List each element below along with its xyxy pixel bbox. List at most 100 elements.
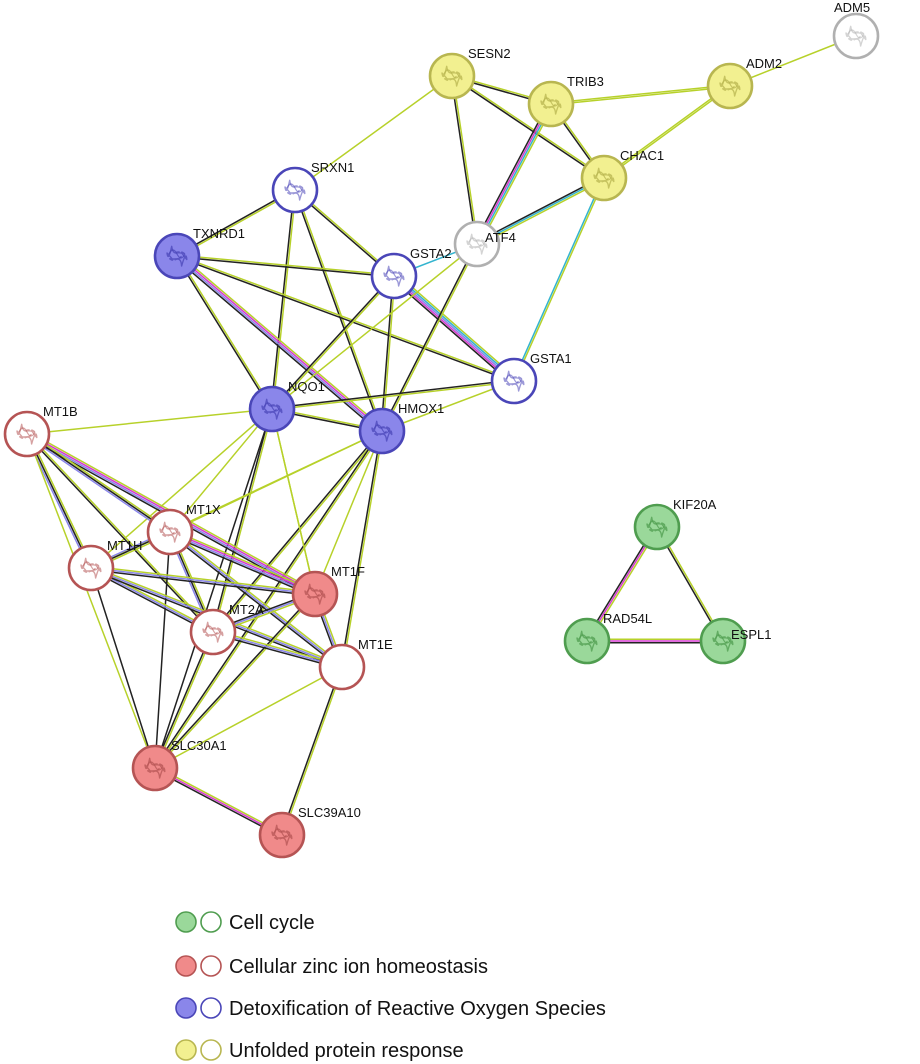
node-circle[interactable] [453,220,501,268]
legend-empty-swatch [200,955,222,977]
protein-structure-icon [712,630,734,652]
edge-strand-coexpression [280,665,342,836]
node-mt2a[interactable]: MT2A [189,602,264,656]
node-circle[interactable] [258,811,306,859]
protein-structure-icon [80,557,102,579]
node-circle[interactable] [291,570,339,618]
edge-strand-homology [393,275,515,382]
node-circle[interactable] [428,52,476,100]
legend-filled-swatch [175,911,197,933]
protein-structure-icon [383,265,405,287]
node-circle[interactable] [189,608,237,656]
node-kif20a[interactable]: KIF20A [633,497,717,551]
node-label-gsta1: GSTA1 [530,351,572,366]
node-nqo1[interactable]: NQO1 [248,379,325,433]
protein-structure-icon [371,420,393,442]
node-label-rad54l: RAD54L [603,611,652,626]
edge-strand-textmining [295,188,384,432]
node-gsta2[interactable]: GSTA2 [370,246,452,300]
edge-strand-textmining [478,104,555,247]
node-slc39a10[interactable]: SLC39A10 [258,805,361,859]
edge-strand-textmining [176,254,516,381]
edge-nqo1-mt1x [169,408,273,533]
node-atf4[interactable]: ATF4 [453,220,516,268]
node-circle[interactable] [490,357,538,405]
node-circle[interactable] [370,252,418,300]
edge-strand-coexpression [270,189,295,410]
node-label-mt1e: MT1E [358,637,393,652]
edge-chac1-gsta1 [512,176,606,383]
legend-filled-swatch [175,955,197,977]
edge-hmox1-mt1f [314,430,383,595]
node-circle[interactable] [131,744,179,792]
node-circle[interactable] [563,617,611,665]
node-adm2[interactable]: ADM2 [706,56,782,110]
edge-strand-coexpression [380,275,394,432]
edge-strand-experiments [475,102,551,245]
edge-strand-homology [25,434,170,535]
node-circle[interactable] [3,410,51,458]
legend-label: Cell cycle [229,912,315,934]
node-circle[interactable] [358,407,406,455]
node-label-mt1x: MT1X [186,502,221,517]
node-mt1f[interactable]: MT1F [291,564,365,618]
protein-structure-icon [845,25,867,47]
legend-label: Cellular zinc ion homeostasis [229,956,488,978]
edge-strand-textmining [213,408,274,633]
node-circle[interactable] [633,503,681,551]
edge-strand-coexpression [90,569,316,597]
node-circle[interactable] [271,166,319,214]
node-circle[interactable] [67,544,115,592]
edge-strand-textmining [514,177,606,383]
node-label-txnrd1: TXNRD1 [193,226,245,241]
node-mt1h[interactable]: MT1H [67,538,142,592]
edge-adm2-trib3 [550,84,731,106]
edge-strand-textmining [26,432,215,633]
protein-structure-icon [159,521,181,543]
node-circle[interactable] [832,12,880,60]
edge-strand-coexpression [175,256,515,383]
edge-strand-coexpression [270,274,395,410]
edge-mt1h-slc30a1 [90,567,156,769]
node-sesn2[interactable]: SESN2 [428,46,511,100]
node-circle[interactable] [146,508,194,556]
legend-filled-swatch [175,1039,197,1061]
node-txnrd1[interactable]: TXNRD1 [153,226,245,280]
edge-strand-textmining [382,243,479,433]
node-rad54l[interactable]: RAD54L [563,611,652,665]
node-chac1[interactable]: CHAC1 [580,148,664,202]
edge-mt1b-mt2a [25,432,215,634]
node-mt1x[interactable]: MT1X [146,502,221,556]
edge-txnrd1-nqo1 [175,254,274,411]
node-hmox1[interactable]: HMOX1 [358,401,444,455]
edge-strand-textmining [170,528,317,593]
node-adm5[interactable]: ADM5 [832,0,880,60]
node-srxn1[interactable]: SRXN1 [271,160,354,214]
edge-nqo1-mt1b [26,408,273,435]
legend-label: Unfolded protein response [229,1040,464,1062]
edge-hmox1-mt2a [211,429,384,634]
node-circle[interactable] [527,80,575,128]
node-circle[interactable] [699,617,747,665]
protein-structure-icon [261,398,283,420]
edge-strand-coexpression [211,408,272,633]
node-circle[interactable] [153,232,201,280]
legend-empty-swatch [200,997,222,1019]
node-circle[interactable] [580,154,628,202]
node-circle[interactable] [318,643,366,691]
edge-mt2a-slc30a1 [153,630,215,770]
node-slc30a1[interactable]: SLC30A1 [131,738,227,792]
edge-sesn2-chac1 [450,74,606,180]
edge-strand-textmining [27,432,94,568]
node-circle[interactable] [248,385,296,433]
node-mt1e[interactable]: MT1E [318,637,393,691]
node-circle[interactable] [706,62,754,110]
node-gsta1[interactable]: GSTA1 [490,351,572,405]
edge-strand-homology [90,567,316,595]
edge-gsta1-hmox1 [381,380,515,432]
node-trib3[interactable]: TRIB3 [527,74,604,128]
node-mt1b[interactable]: MT1B [3,404,78,458]
node-espl1[interactable]: ESPL1 [699,617,771,665]
edge-mt1f-slc30a1 [153,592,317,770]
edge-strand-textmining [154,430,384,770]
